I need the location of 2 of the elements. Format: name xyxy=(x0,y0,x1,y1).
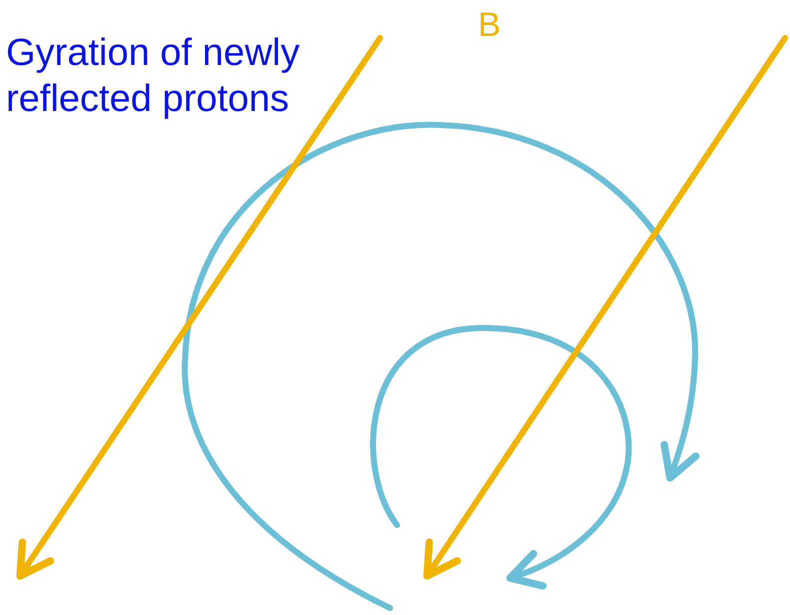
field-label: B xyxy=(478,6,501,45)
annotation-text: Gyration of newly reflected protons xyxy=(6,31,301,122)
